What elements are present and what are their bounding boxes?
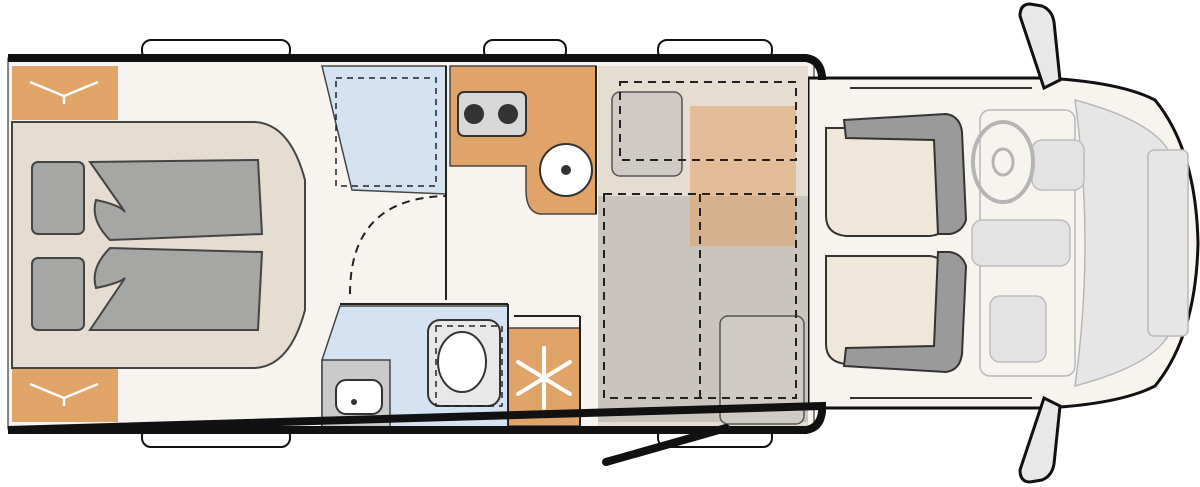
bed-frame xyxy=(11,121,306,369)
hob-icon xyxy=(457,91,527,137)
mattress-top xyxy=(88,158,264,242)
rear-bedroom xyxy=(11,66,306,422)
mirror-icon xyxy=(1018,2,1062,484)
rear-wardrobe-top xyxy=(12,66,118,120)
shower-area xyxy=(321,65,447,295)
hanger-icon xyxy=(29,80,99,406)
snowflake-icon xyxy=(516,346,572,410)
front-bench xyxy=(611,91,683,177)
sink-icon xyxy=(335,379,383,415)
pillow-bottom-left xyxy=(31,257,85,331)
mattress-bottom xyxy=(88,246,264,331)
kitchen-sink-icon xyxy=(539,143,593,197)
cab-glovebox xyxy=(1031,139,1085,191)
shower-dash-outline xyxy=(335,77,437,187)
cab-cupholder xyxy=(989,295,1047,363)
dropdown-bed-dash-top xyxy=(619,81,797,161)
entry-door xyxy=(602,424,730,466)
toilet-icon xyxy=(427,319,501,407)
dropdown-bed-dash xyxy=(603,193,797,399)
dinette-table xyxy=(690,106,796,246)
front-grille xyxy=(1147,149,1189,337)
washroom xyxy=(321,305,509,429)
cab-seat-top xyxy=(825,112,968,237)
outer-wall xyxy=(7,54,826,434)
mirror-top xyxy=(1018,2,1062,91)
pillow-top-left xyxy=(31,161,85,235)
dinette xyxy=(598,66,808,428)
rear-wardrobe-bottom xyxy=(12,368,118,422)
mirror-bottom xyxy=(1018,395,1062,484)
shower-door-arc xyxy=(349,195,447,295)
steering-wheel-icon xyxy=(971,120,1035,204)
cab-seat-bottom xyxy=(825,251,968,374)
cab-console xyxy=(971,219,1071,267)
toilet-dash-outline xyxy=(435,325,503,407)
kitchen xyxy=(449,65,597,215)
interior-walls xyxy=(340,66,597,428)
